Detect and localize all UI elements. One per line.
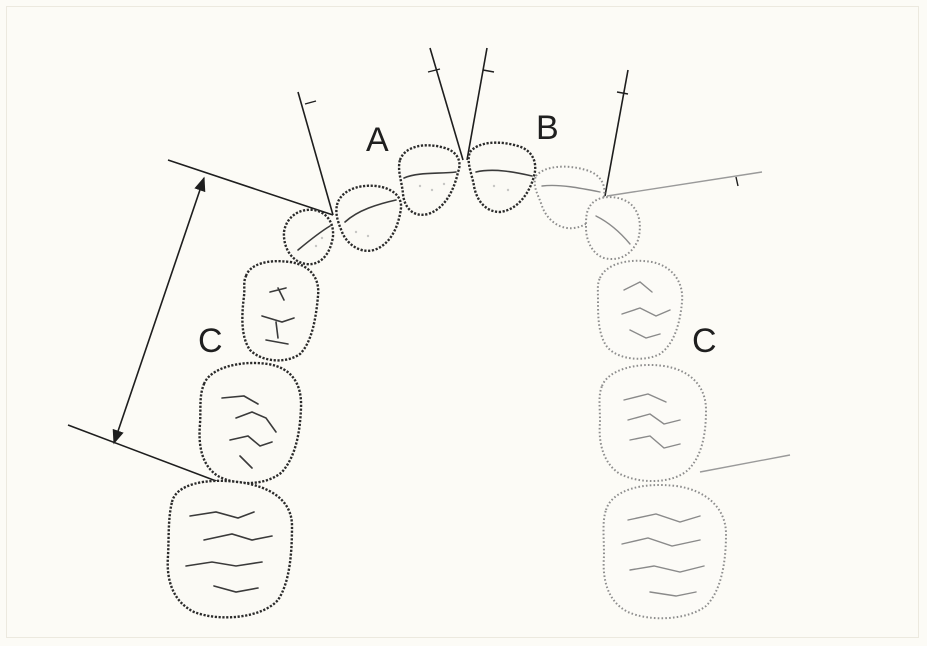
midline-right [430, 48, 463, 160]
label-segment-c-right: C [198, 322, 223, 360]
tooth-central-incisor-left [469, 143, 536, 212]
posterior-end-line-left [700, 455, 790, 472]
tooth-first-premolar-left [598, 261, 682, 359]
tooth-canine-right [284, 210, 333, 264]
tooth-central-incisor-right [399, 145, 459, 214]
tooth-first-molar-left [604, 485, 727, 618]
tick-left-canine [617, 92, 628, 94]
posterior-start-line-right [168, 160, 333, 215]
tick-left-posterior [736, 177, 738, 186]
label-segment-b: B [536, 109, 559, 147]
tooth-second-premolar-left [600, 365, 707, 481]
tick-right-mid [428, 69, 440, 72]
tooth-canine-left [586, 197, 640, 259]
tick-right-canine [305, 101, 316, 104]
tick-left-mid [483, 70, 494, 72]
posterior-segment-arrow [114, 178, 204, 443]
posterior-start-line-left [607, 172, 762, 196]
tooth-first-premolar-right [242, 261, 318, 360]
label-segment-a: A [366, 121, 389, 159]
tooth-second-premolar-right [200, 363, 302, 483]
tooth-first-molar-right [168, 481, 292, 618]
label-segment-c-left: C [692, 322, 717, 360]
left-arch-teeth [469, 143, 726, 619]
canine-line-left [605, 70, 628, 196]
canine-line-right [298, 92, 333, 215]
right-arch-teeth [168, 145, 460, 617]
tooth-lateral-incisor-right [336, 186, 401, 251]
